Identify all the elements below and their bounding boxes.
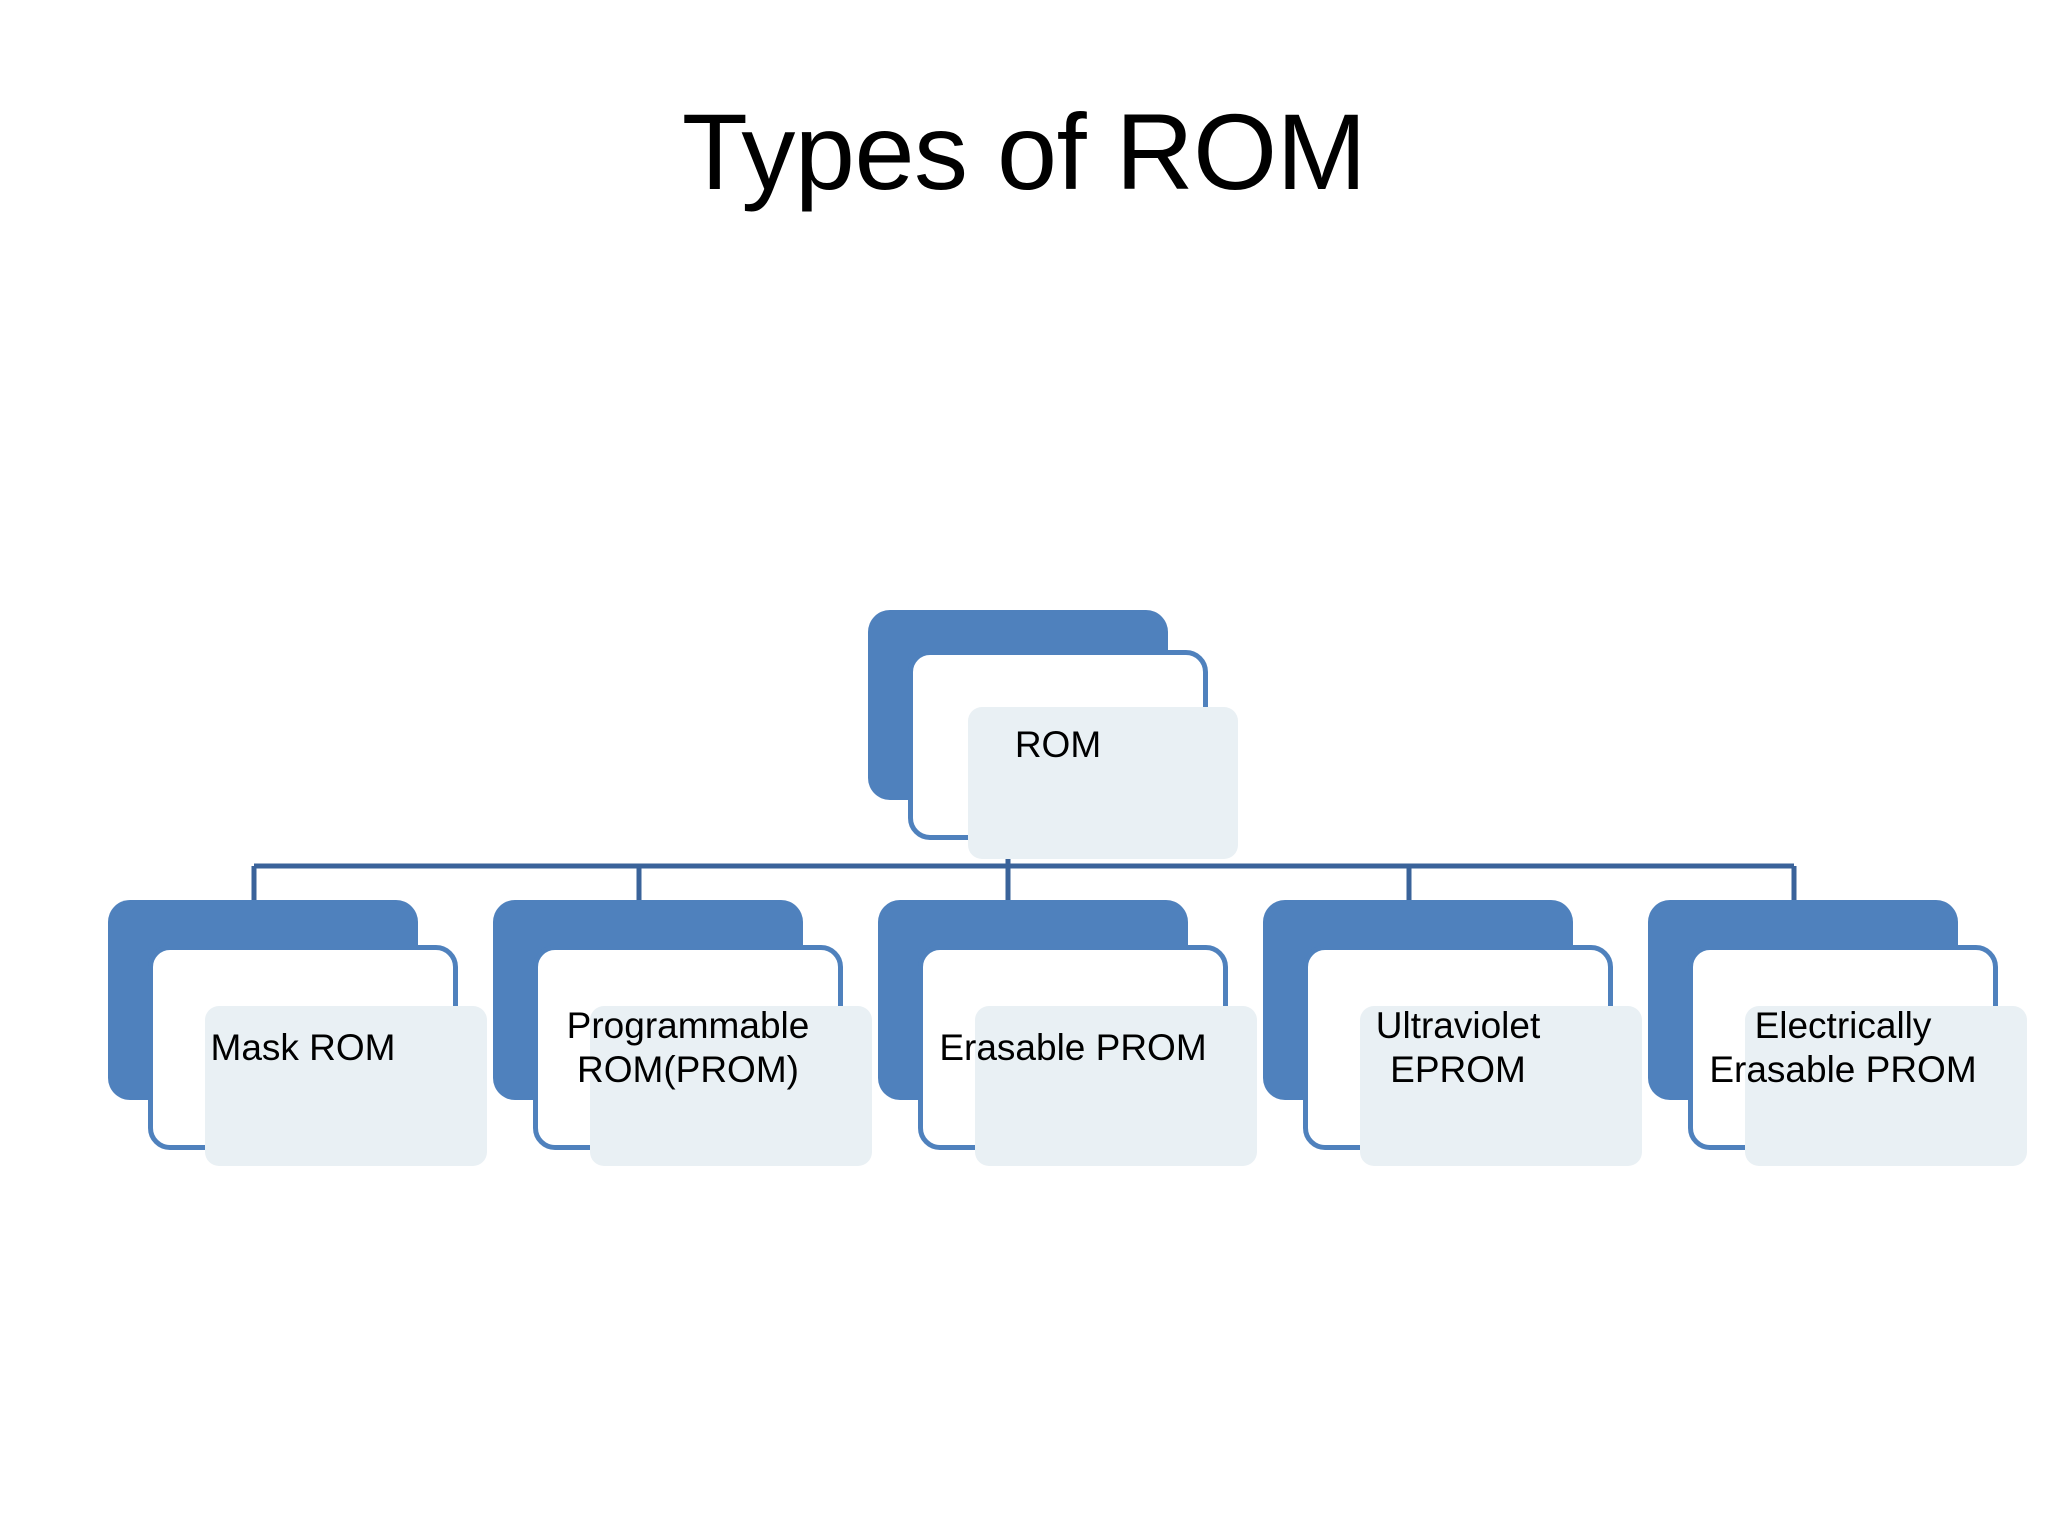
node-mask-rom[interactable]: Mask ROM — [108, 900, 487, 1166]
node-mask-rom-inner-fill — [205, 1006, 487, 1166]
node-programmable-rom[interactable]: Programmable ROM(PROM) — [493, 900, 872, 1166]
node-electrically-erasable-prom[interactable]: Electrically Erasable PROM — [1648, 900, 2027, 1166]
node-programmable-rom-label: Programmable ROM(PROM) — [566, 1004, 810, 1090]
node-erasable-prom-inner-fill — [975, 1006, 1257, 1166]
page-title: Types of ROM — [681, 91, 1367, 212]
node-rom-inner-fill — [968, 707, 1238, 859]
node-erasable-prom-label: Erasable PROM — [939, 1026, 1207, 1068]
node-programmable-rom-plate: Programmable ROM(PROM) — [533, 945, 872, 1166]
node-ultraviolet-eprom[interactable]: Ultraviolet EPROM — [1263, 900, 1642, 1166]
node-erasable-prom-plate: Erasable PROM — [918, 945, 1257, 1166]
node-programmable-rom-inner-fill — [590, 1006, 872, 1166]
node-ultraviolet-eprom-inner-fill — [1360, 1006, 1642, 1166]
node-electrically-erasable-prom-label: Electrically Erasable PROM — [1709, 1004, 1977, 1090]
node-rom[interactable]: ROM — [868, 610, 1238, 859]
node-mask-rom-plate: Mask ROM — [148, 945, 487, 1166]
node-erasable-prom[interactable]: Erasable PROM — [878, 900, 1257, 1166]
node-rom-plate: ROM — [908, 650, 1238, 859]
node-electrically-erasable-prom-inner-fill — [1745, 1006, 2027, 1166]
node-rom-label: ROM — [1014, 724, 1102, 766]
node-mask-rom-label: Mask ROM — [210, 1026, 396, 1068]
node-ultraviolet-eprom-plate: Ultraviolet EPROM — [1303, 945, 1642, 1166]
node-ultraviolet-eprom-label: Ultraviolet EPROM — [1375, 1004, 1541, 1090]
node-electrically-erasable-prom-plate: Electrically Erasable PROM — [1688, 945, 2027, 1166]
